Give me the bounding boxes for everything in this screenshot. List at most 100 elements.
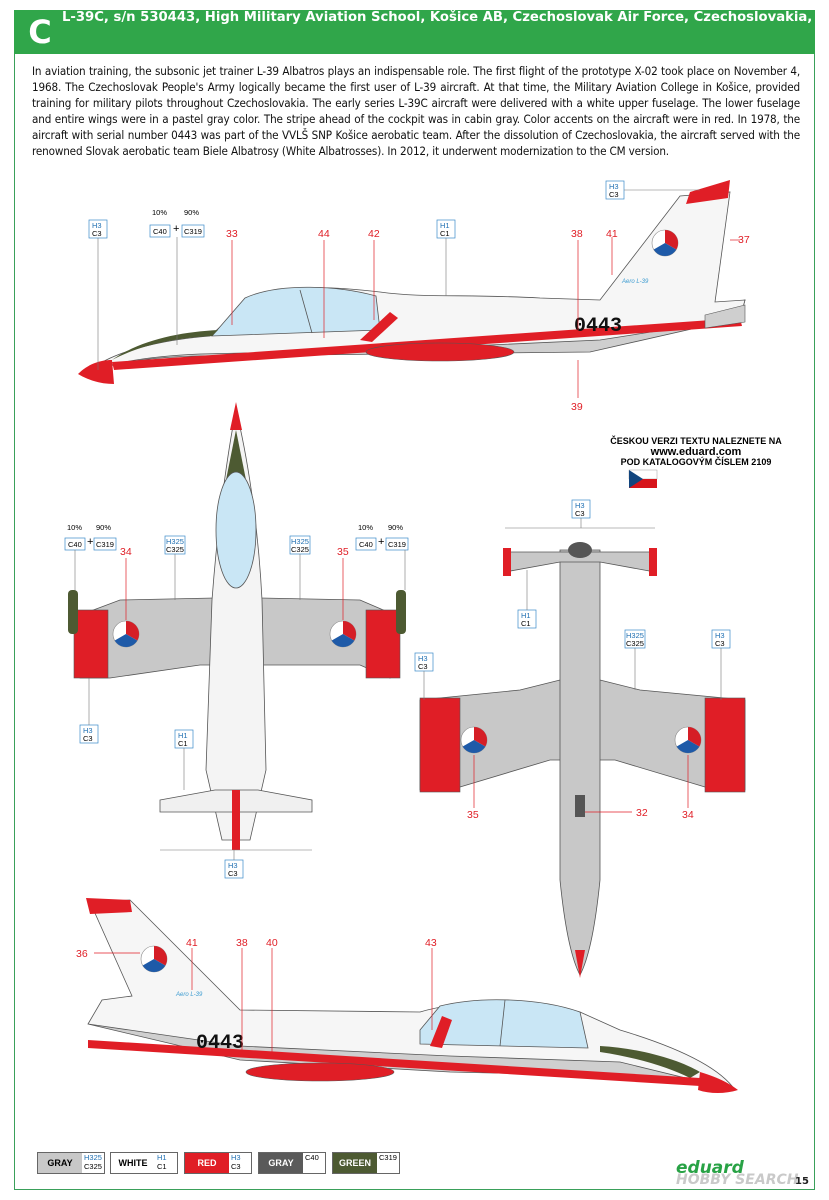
serial-number-left: 0443 (574, 315, 622, 338)
svg-text:C3: C3 (228, 869, 238, 878)
lower-plan-view (419, 542, 746, 978)
callout-38: 38 (571, 228, 583, 240)
svg-text:C40: C40 (68, 540, 82, 549)
svg-text:C40: C40 (153, 227, 167, 236)
legend-swatch: GREEN (333, 1153, 377, 1173)
paint-codes-lower-plan (414, 499, 731, 672)
aircraft-description: In aviation training, the subsonic jet t… (32, 64, 800, 158)
callout-33: 33 (226, 228, 238, 240)
svg-text:C3: C3 (83, 734, 93, 743)
svg-text:C40: C40 (359, 540, 373, 549)
serial-number-right: 0443 (196, 1032, 244, 1055)
callout-38-right: 38 (236, 937, 248, 949)
callout-42: 42 (368, 228, 380, 240)
callout-40: 40 (266, 937, 278, 949)
hobby-search-watermark: HOBBY SEARCH (676, 1172, 799, 1188)
leader-lines-upper-plan (74, 550, 406, 860)
legend-gray-c40: GRAY C40 (258, 1152, 326, 1174)
svg-text:H3: H3 (92, 221, 102, 230)
svg-text:90%: 90% (184, 208, 199, 217)
svg-text:H3: H3 (715, 631, 725, 640)
profile-header-banner: C L-39C, s/n 530443, High Military Aviat… (14, 10, 829, 54)
tail-marking-left: Aero L-39 (621, 279, 649, 285)
legend-swatch: GRAY (38, 1153, 82, 1173)
legend-swatch: WHITE (111, 1153, 155, 1173)
callout-37: 37 (738, 234, 750, 246)
svg-text:C319: C319 (96, 540, 114, 549)
callout-41-right: 41 (186, 937, 198, 949)
svg-text:C319: C319 (184, 227, 202, 236)
svg-text:+: + (87, 536, 93, 548)
callout-35-upper: 35 (337, 546, 349, 558)
page-number: 15 (795, 1176, 809, 1187)
czech-version-note: ČESKOU VERZI TEXTU NALEZNETE NA www.edua… (596, 436, 796, 468)
callout-35-lower: 35 (467, 809, 479, 821)
svg-text:H1: H1 (440, 221, 450, 230)
callouts-upper-plan: 34 35 (120, 546, 349, 620)
callouts-right-side: 36 41 38 40 43 (76, 937, 437, 1058)
svg-text:C325: C325 (626, 639, 644, 648)
svg-text:C3: C3 (92, 229, 102, 238)
svg-text:C3: C3 (609, 190, 619, 199)
svg-text:C325: C325 (291, 545, 309, 554)
svg-text:90%: 90% (96, 523, 111, 532)
legend-swatch: RED (185, 1153, 229, 1173)
legend-green: GREEN C319 (332, 1152, 400, 1174)
callout-43: 43 (425, 937, 437, 949)
profile-title: L-39C, s/n 530443, High Military Aviatio… (62, 10, 829, 25)
svg-text:10%: 10% (67, 523, 82, 532)
svg-text:C1: C1 (178, 739, 188, 748)
svg-text:+: + (173, 223, 179, 235)
callout-44: 44 (318, 228, 330, 240)
callout-34-lower: 34 (682, 809, 694, 821)
svg-text:H1: H1 (178, 731, 188, 740)
czech-note-line1: ČESKOU VERZI TEXTU NALEZNETE NA (610, 436, 782, 446)
svg-text:C1: C1 (440, 229, 450, 238)
callout-39: 39 (571, 401, 583, 413)
right-side-profile: 0443 Aero L-39 (86, 898, 738, 1093)
callout-34-upper: 34 (120, 546, 132, 558)
svg-text:10%: 10% (358, 523, 373, 532)
paint-codes-left-side (88, 180, 625, 239)
callouts-lower-plan: 35 32 34 (467, 755, 694, 821)
tail-marking-right: Aero L-39 (175, 992, 203, 998)
svg-text:H3: H3 (575, 501, 585, 510)
svg-text:C3: C3 (575, 509, 585, 518)
svg-text:H3: H3 (228, 861, 238, 870)
callout-41: 41 (606, 228, 618, 240)
svg-text:H3: H3 (83, 726, 93, 735)
svg-text:H325: H325 (166, 537, 184, 546)
eduard-logo: eduard (676, 1158, 744, 1178)
profile-letter: C (28, 13, 52, 51)
legend-swatch: GRAY (259, 1153, 303, 1173)
leader-lines-lower-plan (423, 518, 722, 700)
svg-text:H325: H325 (626, 631, 644, 640)
svg-text:C1: C1 (521, 619, 531, 628)
svg-text:H3: H3 (418, 654, 428, 663)
svg-text:H325: H325 (291, 537, 309, 546)
callouts-left-side: 33 44 42 38 41 37 39 (226, 228, 750, 413)
upper-plan-view (68, 402, 406, 850)
svg-text:+: + (378, 536, 384, 548)
czech-note-url[interactable]: www.eduard.com (650, 445, 742, 458)
svg-text:10%: 10% (152, 208, 167, 217)
svg-text:H1: H1 (521, 611, 531, 620)
callout-32: 32 (636, 807, 648, 819)
callout-36: 36 (76, 948, 88, 960)
svg-text:C3: C3 (715, 639, 725, 648)
left-side-profile: 0443 Aero L-39 (78, 180, 746, 384)
czech-note-line2: POD KATALOGOVÝM ČÍSLEM 2109 (620, 457, 772, 467)
svg-text:C319: C319 (388, 540, 406, 549)
czech-flag (628, 469, 658, 488)
svg-text:H3: H3 (609, 182, 619, 191)
svg-text:C325: C325 (166, 545, 184, 554)
leader-lines-left-side (97, 189, 700, 370)
svg-text:90%: 90% (388, 523, 403, 532)
svg-text:C3: C3 (418, 662, 428, 671)
